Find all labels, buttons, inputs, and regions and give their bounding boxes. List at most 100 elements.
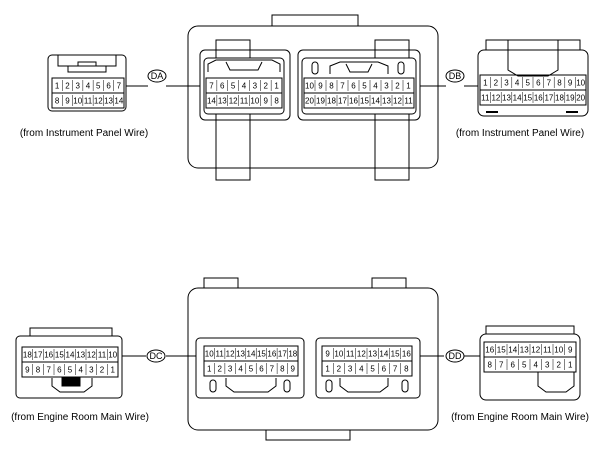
- da-plug-pin-1: 1: [55, 82, 60, 91]
- dc-socket-pin-15: 15: [257, 350, 266, 359]
- dd-socket-pin-8: 8: [404, 365, 409, 374]
- dd-socket-pin-14: 14: [379, 350, 388, 359]
- da-socket-pin-12: 12: [229, 97, 238, 106]
- dc-plug-pin-6: 6: [57, 366, 62, 375]
- db-socket-pin-7: 7: [340, 82, 345, 91]
- dc-plug-pin-9: 9: [25, 366, 30, 375]
- db-plug-pin-15: 15: [523, 94, 532, 103]
- dc-socket-pin-2: 2: [217, 365, 222, 374]
- dd-plug-pin-8: 8: [488, 361, 493, 370]
- da-socket-pin-10: 10: [250, 97, 259, 106]
- db-socket-pin-3: 3: [384, 82, 389, 91]
- dd-plug-pin-9: 9: [568, 346, 573, 355]
- db-plug-pin-6: 6: [536, 79, 541, 88]
- dd-plug-pin-10: 10: [554, 346, 563, 355]
- dc-plug-pin-4: 4: [78, 366, 83, 375]
- dc-socket-pin-12: 12: [226, 350, 235, 359]
- dd-socket-pin-6: 6: [382, 365, 387, 374]
- db-plug-pin-4: 4: [515, 79, 520, 88]
- db-plug-pin-7: 7: [547, 79, 552, 88]
- dc-socket-pin-5: 5: [249, 365, 254, 374]
- dd-plug-pin-5: 5: [522, 361, 527, 370]
- dc-socket-pin-11: 11: [216, 350, 225, 359]
- da-plug-pin-9: 9: [65, 97, 70, 106]
- db-plug-pin-17: 17: [544, 94, 553, 103]
- dc-socket-pin-10: 10: [205, 350, 214, 359]
- dd-socket-pin-9: 9: [325, 350, 330, 359]
- db-socket-pin-8: 8: [329, 82, 334, 91]
- db-socket-pin-20: 20: [305, 97, 314, 106]
- db-socket-pin-18: 18: [327, 97, 336, 106]
- dc-plug-pin-2: 2: [100, 366, 105, 375]
- da-plug-pin-2: 2: [65, 82, 70, 91]
- da-socket-pin-7: 7: [209, 82, 214, 91]
- dc-socket-pin-4: 4: [238, 365, 243, 374]
- db-socket-pin-2: 2: [395, 82, 400, 91]
- db-plug-pin-14: 14: [513, 94, 522, 103]
- dc-socket-pin-16: 16: [267, 350, 276, 359]
- dc-socket-pin-6: 6: [259, 365, 264, 374]
- dc-plug-pin-11: 11: [98, 351, 107, 360]
- dc-socket-pin-18: 18: [288, 350, 297, 359]
- dc-plug-pin-7: 7: [46, 366, 51, 375]
- dd-socket-pin-11: 11: [346, 350, 355, 359]
- lower-junction-block: [187, 277, 439, 441]
- dd-socket-pin-15: 15: [391, 350, 400, 359]
- db-plug-pin-20: 20: [576, 94, 585, 103]
- db-plug-pin-13: 13: [502, 94, 511, 103]
- dd-plug-pin-13: 13: [520, 346, 529, 355]
- db-socket-pin-11: 11: [404, 97, 413, 106]
- da-plug-pin-4: 4: [86, 82, 91, 91]
- da-plug-pin-7: 7: [117, 82, 122, 91]
- dc-socket-pin-3: 3: [228, 365, 233, 374]
- dc-plug-pin-15: 15: [55, 351, 64, 360]
- da-plug-pin-8: 8: [55, 97, 60, 106]
- da-socket-pin-8: 8: [274, 97, 279, 106]
- dd-socket-pin-4: 4: [359, 365, 364, 374]
- da-socket-pin-11: 11: [240, 97, 249, 106]
- svg-text:DC: DC: [150, 351, 163, 361]
- dc-plug-pin-8: 8: [36, 366, 41, 375]
- dd-socket-pin-12: 12: [357, 350, 366, 359]
- dc-socket-pin-13: 13: [236, 350, 245, 359]
- db-plug-pin-8: 8: [557, 79, 562, 88]
- dc-socket-pin-9: 9: [291, 365, 296, 374]
- da-plug-pin-6: 6: [106, 82, 111, 91]
- dc-plug-pin-14: 14: [66, 351, 75, 360]
- db-socket-pin-14: 14: [371, 97, 380, 106]
- dd-socket-pin-13: 13: [368, 350, 377, 359]
- dc-plug-pin-17: 17: [34, 351, 43, 360]
- dd-socket-pin-16: 16: [402, 350, 411, 359]
- da-socket-pin-13: 13: [218, 97, 227, 106]
- da-plug-pin-5: 5: [96, 82, 101, 91]
- da-plug-pin-13: 13: [104, 97, 113, 106]
- dd-socket-pin-5: 5: [370, 365, 375, 374]
- db-plug-pin-12: 12: [491, 94, 500, 103]
- dc-plug-pin-10: 10: [108, 351, 117, 360]
- db-socket-pin-15: 15: [360, 97, 369, 106]
- da-socket-pin-4: 4: [242, 82, 247, 91]
- dd-plug-pin-15: 15: [497, 346, 506, 355]
- dd-socket-pin-2: 2: [337, 365, 342, 374]
- dd-plug-pin-16: 16: [485, 346, 494, 355]
- dd-socket-pin-7: 7: [393, 365, 398, 374]
- da-plug-pin-3: 3: [75, 82, 80, 91]
- db-plug-pin-2: 2: [494, 79, 499, 88]
- dc-plug-pin-5: 5: [68, 366, 73, 375]
- dc-socket-pin-8: 8: [280, 365, 285, 374]
- db-plug-pin-19: 19: [566, 94, 575, 103]
- dd-plug-pin-1: 1: [568, 361, 573, 370]
- dc-plug-pin-18: 18: [23, 351, 32, 360]
- db-plug-pin-11: 11: [481, 94, 490, 103]
- db-socket-pin-16: 16: [349, 97, 358, 106]
- da-plug-pin-11: 11: [84, 97, 93, 106]
